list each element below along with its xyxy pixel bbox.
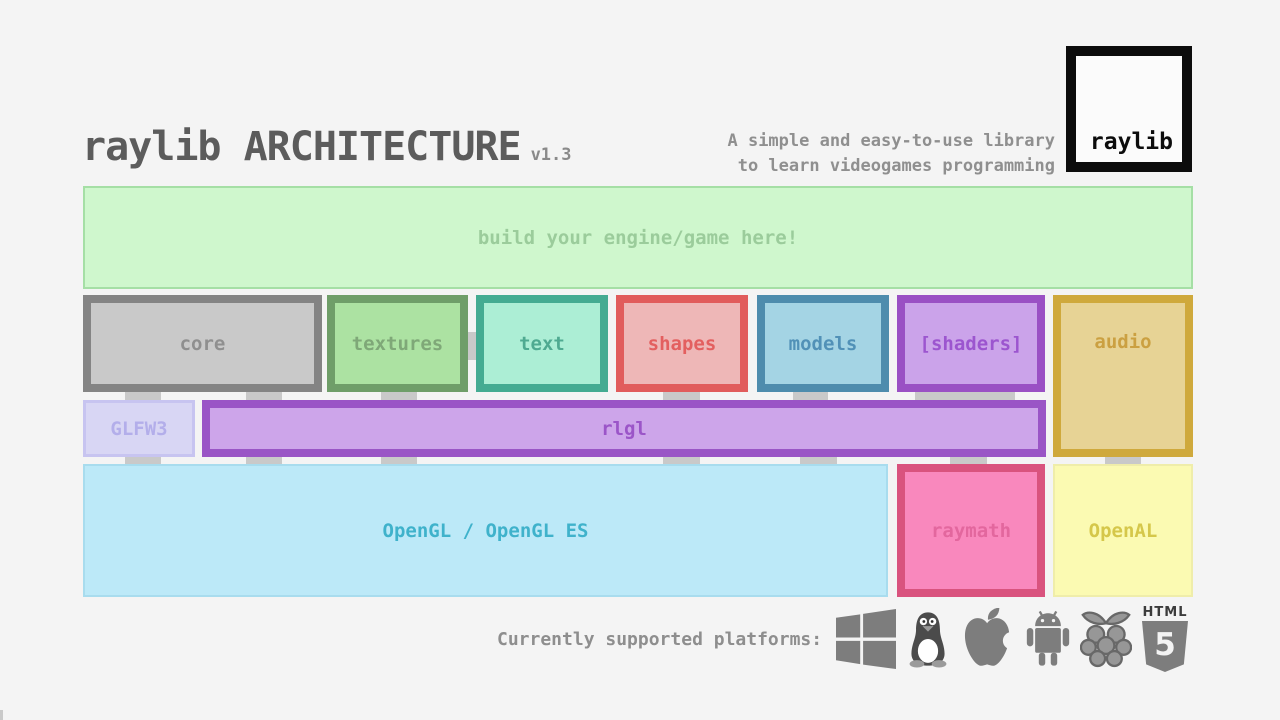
connector: [915, 392, 1015, 400]
module-audio-label: audio: [1094, 331, 1152, 353]
connector: [468, 332, 476, 360]
rlgl-box: rlgl: [202, 400, 1046, 457]
android-icon: [1025, 610, 1071, 668]
raylib-logo: raylib: [1066, 46, 1192, 172]
module-audio: audio: [1053, 295, 1193, 457]
tagline-line-2: to learn videogames programming: [737, 156, 1055, 176]
module-shaders: [shaders]: [897, 295, 1045, 392]
module-shaders-label: [shaders]: [919, 332, 1023, 355]
module-models: models: [757, 295, 889, 392]
module-shapes: shapes: [616, 295, 748, 392]
bottom-left-artifact: [0, 710, 3, 720]
raspberry-pi-icon: [1080, 609, 1132, 669]
connector: [1105, 457, 1141, 464]
connector: [246, 392, 282, 400]
module-text: text: [476, 295, 608, 392]
connector: [793, 392, 828, 400]
html5-icon-number: 5: [1154, 626, 1176, 663]
tagline: A simple and easy-to-use library to lear…: [727, 129, 1055, 179]
connector: [950, 457, 987, 464]
connector: [381, 457, 417, 464]
platform-icons: HTML 5: [836, 604, 1189, 674]
openal-box: OpenAL: [1053, 464, 1193, 597]
engine-box-label: build your engine/game here!: [477, 226, 799, 249]
module-shapes-label: shapes: [647, 332, 717, 355]
tagline-line-1: A simple and easy-to-use library: [727, 131, 1055, 151]
raymath-label: raymath: [930, 519, 1012, 542]
glfw3-label: GLFW3: [110, 417, 168, 440]
module-textures-label: textures: [351, 332, 444, 355]
module-core-label: core: [179, 332, 226, 355]
opengl-label: OpenGL / OpenGL ES: [382, 519, 589, 542]
raymath-box: raymath: [897, 464, 1045, 597]
opengl-box: OpenGL / OpenGL ES: [83, 464, 888, 597]
connector: [663, 392, 700, 400]
connector: [800, 457, 837, 464]
html5-icon-shield: 5: [1142, 621, 1188, 672]
version-label: v1.3: [530, 145, 572, 165]
connector: [246, 457, 282, 464]
connector: [381, 392, 417, 400]
connector: [125, 457, 161, 464]
html5-icon-text: HTML: [1142, 605, 1188, 620]
html5-icon: HTML 5: [1141, 606, 1189, 672]
connector: [663, 457, 700, 464]
linux-tux-icon: [905, 610, 951, 668]
platforms-label: Currently supported platforms:: [497, 629, 823, 650]
page-title: raylib ARCHITECTURE v1.3: [82, 124, 572, 170]
raylib-logo-text: raylib: [1089, 129, 1173, 155]
module-textures: textures: [327, 295, 468, 392]
openal-label: OpenAL: [1088, 519, 1158, 542]
rlgl-label: rlgl: [601, 417, 647, 440]
engine-box: build your engine/game here!: [83, 186, 1193, 289]
module-models-label: models: [788, 332, 858, 355]
title-text: raylib ARCHITECTURE: [82, 124, 522, 170]
windows-icon: [836, 609, 896, 669]
glfw3-box: GLFW3: [83, 400, 195, 457]
module-core: core: [83, 295, 322, 392]
connector: [125, 392, 161, 400]
module-text-label: text: [519, 332, 565, 355]
apple-icon: [960, 608, 1016, 670]
